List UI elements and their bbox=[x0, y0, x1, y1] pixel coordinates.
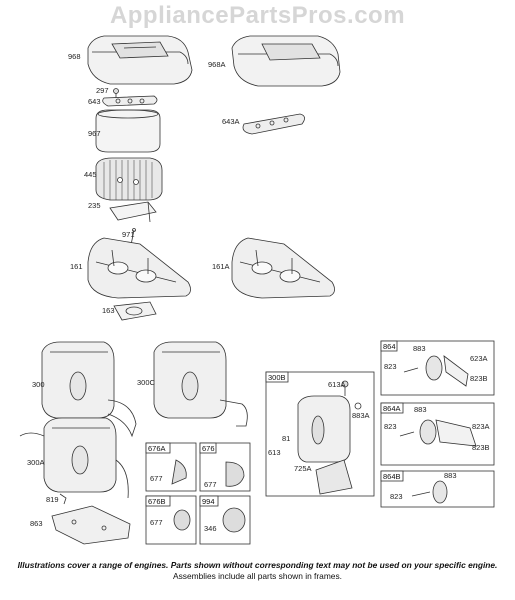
gasket-163 bbox=[113, 301, 157, 321]
label-967: 967 bbox=[88, 129, 101, 138]
label-613: 613 bbox=[268, 448, 281, 457]
frame-864 bbox=[380, 340, 495, 396]
frame-994 bbox=[199, 495, 251, 545]
label-161A: 161A bbox=[212, 262, 230, 271]
frame-title-676: 676 bbox=[202, 444, 215, 453]
label-971: 971 bbox=[122, 230, 135, 239]
label-300C: 300C bbox=[137, 378, 156, 387]
seal-643A bbox=[242, 113, 305, 135]
label-161: 161 bbox=[70, 262, 83, 271]
frame-title-676B: 676B bbox=[148, 497, 166, 506]
label-725A: 725A bbox=[294, 464, 312, 473]
footer-frames-note: Assemblies include all parts shown in fr… bbox=[173, 571, 342, 581]
label-823B-b: 823B bbox=[472, 443, 490, 452]
label-883-a: 883 bbox=[413, 344, 426, 353]
bracket-863 bbox=[51, 505, 131, 545]
label-300: 300 bbox=[32, 380, 45, 389]
label-613A: 613A bbox=[328, 380, 346, 389]
label-677-c: 677 bbox=[150, 518, 163, 527]
label-823-c: 823 bbox=[390, 492, 403, 501]
label-883A: 883A bbox=[352, 411, 370, 420]
frame-title-994: 994 bbox=[202, 497, 215, 506]
label-968: 968 bbox=[68, 52, 81, 61]
air-cleaner-cover-968A bbox=[231, 35, 341, 87]
seal-643 bbox=[102, 95, 158, 107]
muffler-300C bbox=[153, 341, 248, 427]
label-823-a: 823 bbox=[384, 362, 397, 371]
air-filter-445 bbox=[95, 157, 163, 201]
watermark: AppliancePartsPros.com bbox=[109, 2, 406, 29]
label-823-b: 823 bbox=[384, 422, 397, 431]
frame-title-300B: 300B bbox=[268, 373, 286, 382]
frame-300B bbox=[265, 371, 375, 497]
label-346: 346 bbox=[204, 524, 217, 533]
label-883-c: 883 bbox=[444, 471, 457, 480]
label-445: 445 bbox=[84, 170, 97, 179]
label-623A: 623A bbox=[470, 354, 488, 363]
label-863: 863 bbox=[30, 519, 43, 528]
muffler-300A bbox=[19, 417, 129, 499]
footer-disclaimer: Illustrations cover a range of engines. … bbox=[17, 560, 498, 570]
label-677-b: 677 bbox=[204, 480, 217, 489]
label-297: 297 bbox=[96, 86, 109, 95]
frame-title-676A: 676A bbox=[148, 444, 166, 453]
frame-676 bbox=[199, 442, 251, 492]
screw-297 bbox=[113, 88, 119, 98]
label-823B-a: 823B bbox=[470, 374, 488, 383]
shield-235 bbox=[109, 201, 157, 223]
air-cleaner-base-161 bbox=[87, 237, 191, 299]
label-968A: 968A bbox=[208, 60, 226, 69]
frame-title-864A: 864A bbox=[383, 404, 401, 413]
frame-864A bbox=[380, 402, 495, 466]
air-cleaner-cover-968 bbox=[87, 35, 193, 85]
label-300A: 300A bbox=[27, 458, 45, 467]
air-cleaner-base-161A bbox=[231, 237, 335, 299]
muffler-300 bbox=[41, 341, 137, 438]
label-81: 81 bbox=[282, 434, 290, 443]
label-677-a: 677 bbox=[150, 474, 163, 483]
frame-864B bbox=[380, 470, 495, 508]
label-163: 163 bbox=[102, 306, 115, 315]
frame-676B bbox=[145, 495, 197, 545]
label-643: 643 bbox=[88, 97, 101, 106]
frame-title-864B: 864B bbox=[383, 472, 401, 481]
frame-title-864: 864 bbox=[383, 342, 396, 351]
clip-819 bbox=[59, 493, 67, 505]
label-819: 819 bbox=[46, 495, 59, 504]
label-643A: 643A bbox=[222, 117, 240, 126]
frame-676A bbox=[145, 442, 197, 492]
pre-cleaner-967 bbox=[95, 109, 161, 153]
label-235: 235 bbox=[88, 201, 101, 210]
label-883-b: 883 bbox=[414, 405, 427, 414]
label-823A: 823A bbox=[472, 422, 490, 431]
